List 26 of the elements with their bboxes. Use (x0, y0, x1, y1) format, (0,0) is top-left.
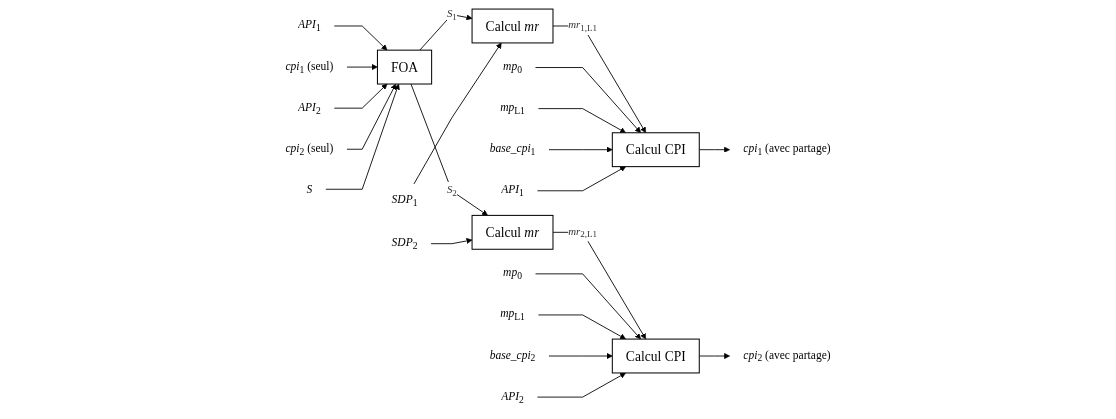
node-text: S (306, 182, 313, 196)
node-box: FOA (376, 49, 433, 85)
edge-label: S$_{2}$ (446, 183, 457, 199)
node-text: mp$_{L1}$ (500, 307, 525, 323)
node-text: mp$_{L1}$ (500, 100, 525, 117)
node-text: SDP$_{2}$ (391, 236, 418, 252)
edge-label: mr$_{1,L1}$ (568, 18, 598, 34)
node-text: API$_{1}$ (298, 18, 321, 34)
node-text: API$_{1}$ (501, 183, 524, 199)
edge-label: mr$_{2,L1}$ (568, 225, 598, 240)
node-box: Calcul CPI (611, 132, 700, 168)
node-box: Calcul CPI (611, 338, 700, 374)
node-box: Calcul mr (471, 214, 554, 250)
node-text: cpi$_{1}$ (seul) (285, 59, 334, 75)
node-text: mp$_{0}$ (503, 59, 522, 76)
edge-label: S$_{1}$ (446, 7, 457, 22)
node-text: cpi$_{1}$ (avec partage) (743, 142, 831, 158)
node-text: API$_{2}$ (298, 100, 321, 116)
node-text: cpi$_{2}$ (seul) (285, 141, 334, 157)
node-box: Calcul mr (471, 8, 554, 44)
node-text: SDP$_{1}$ (391, 192, 418, 208)
node-text: cpi$_{2}$ (avec partage) (743, 348, 831, 364)
node-text: base_cpi$_{1}$ (489, 142, 536, 158)
node-text: mp$_{0}$ (503, 266, 522, 282)
node-text: base_cpi$_{2}$ (489, 348, 536, 364)
node-text: API$_{2}$ (501, 389, 524, 405)
